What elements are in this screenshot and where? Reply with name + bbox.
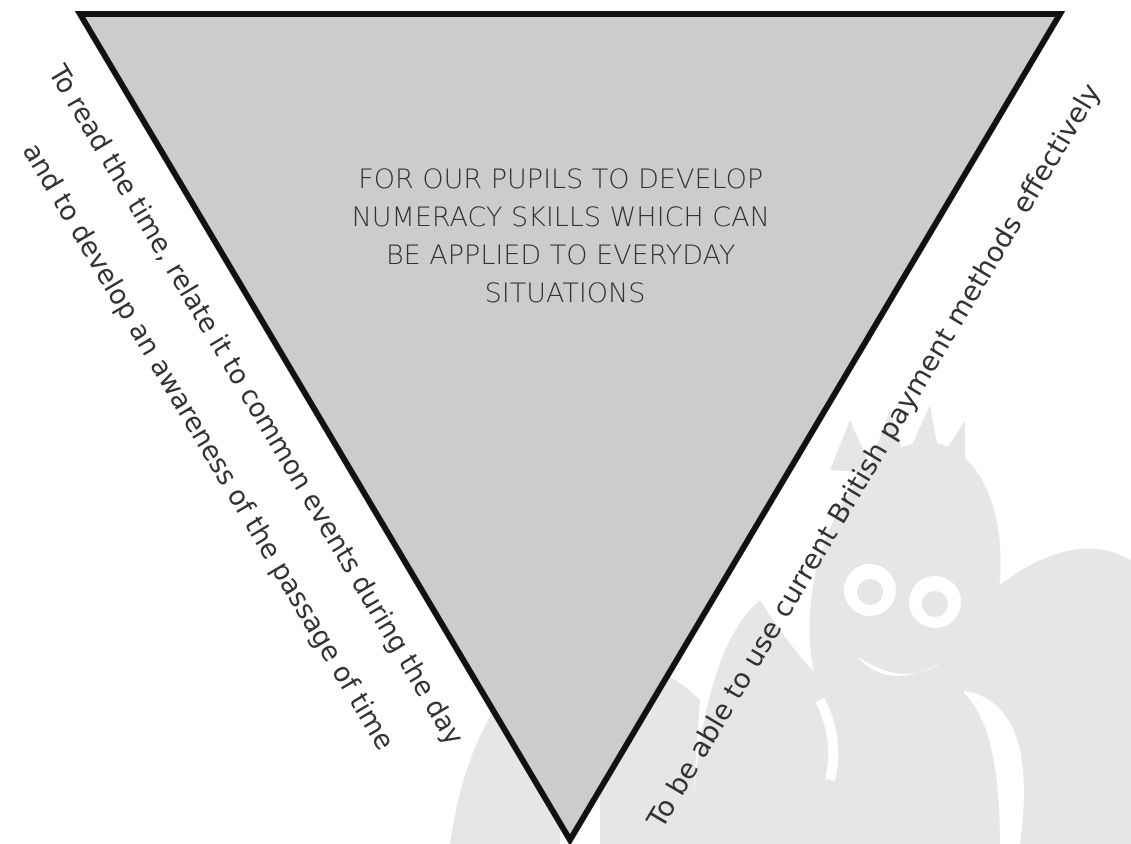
triangle-statement-line: SITUATIONS [485, 278, 646, 309]
inverted-triangle-shape [74, 11, 1066, 844]
triangle-statement: FOR OUR PUPILS TO DEVELOP NUMERACY SKILL… [352, 164, 779, 309]
triangle-statement-line: BE APPLIED TO EVERYDAY [386, 240, 735, 271]
triangle-statement-line: FOR OUR PUPILS TO DEVELOP [358, 164, 763, 195]
smiling-character-watermark-icon [450, 405, 1131, 844]
triangle-statement-line: NUMERACY SKILLS WHICH CAN [352, 202, 770, 233]
